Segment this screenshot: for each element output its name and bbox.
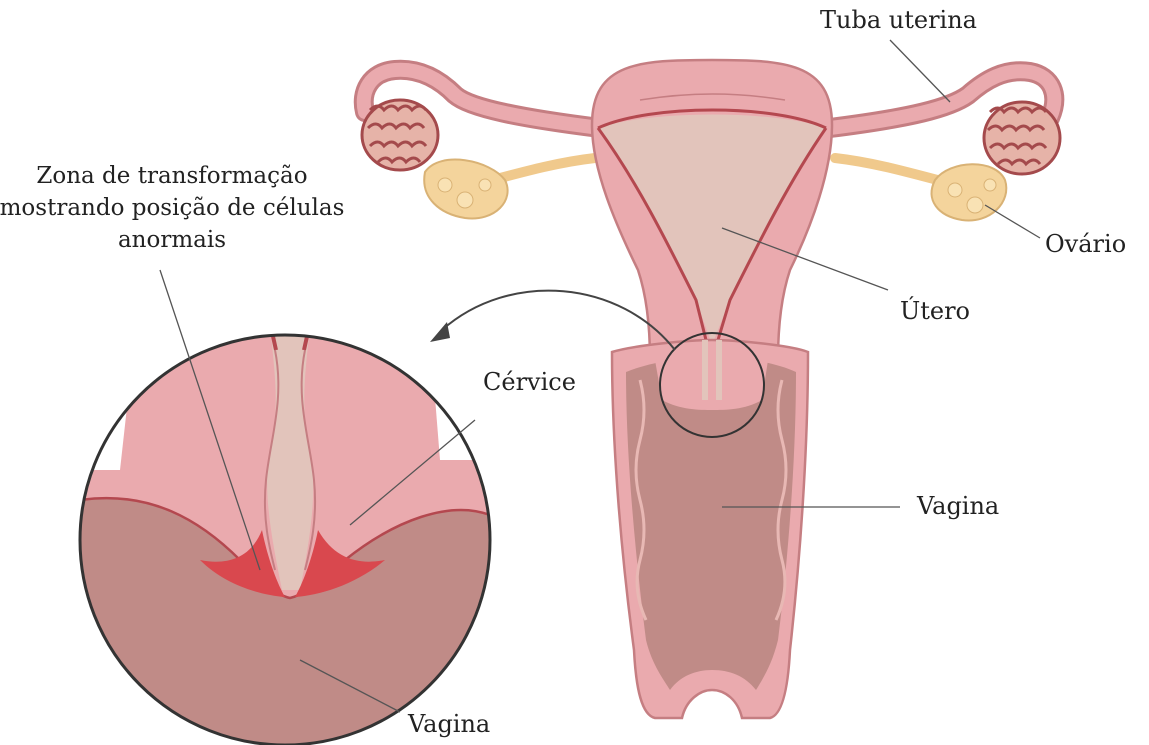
uterus bbox=[592, 60, 832, 360]
label-utero: Útero bbox=[900, 296, 970, 325]
ovary-right bbox=[932, 164, 1007, 220]
fimbriae-right bbox=[984, 102, 1060, 174]
vagina bbox=[612, 340, 808, 718]
fimbriae-left bbox=[362, 100, 438, 170]
ovarian-ligament-right bbox=[835, 158, 945, 182]
label-vagina-main: Vagina bbox=[916, 492, 999, 520]
label-zona-line2: mostrando posição de células bbox=[0, 195, 344, 221]
label-zona-line3: anormais bbox=[118, 227, 226, 253]
ovary-left bbox=[424, 160, 507, 219]
zoom-arrow bbox=[430, 291, 675, 350]
label-cervice: Cérvice bbox=[483, 368, 576, 396]
label-ovario: Ovário bbox=[1045, 230, 1126, 258]
label-tuba-uterina: Tuba uterina bbox=[820, 6, 977, 34]
label-vagina-inset: Vagina bbox=[407, 710, 490, 738]
cervix-inset bbox=[80, 300, 490, 745]
label-zona-line1: Zona de transformação bbox=[36, 163, 307, 189]
